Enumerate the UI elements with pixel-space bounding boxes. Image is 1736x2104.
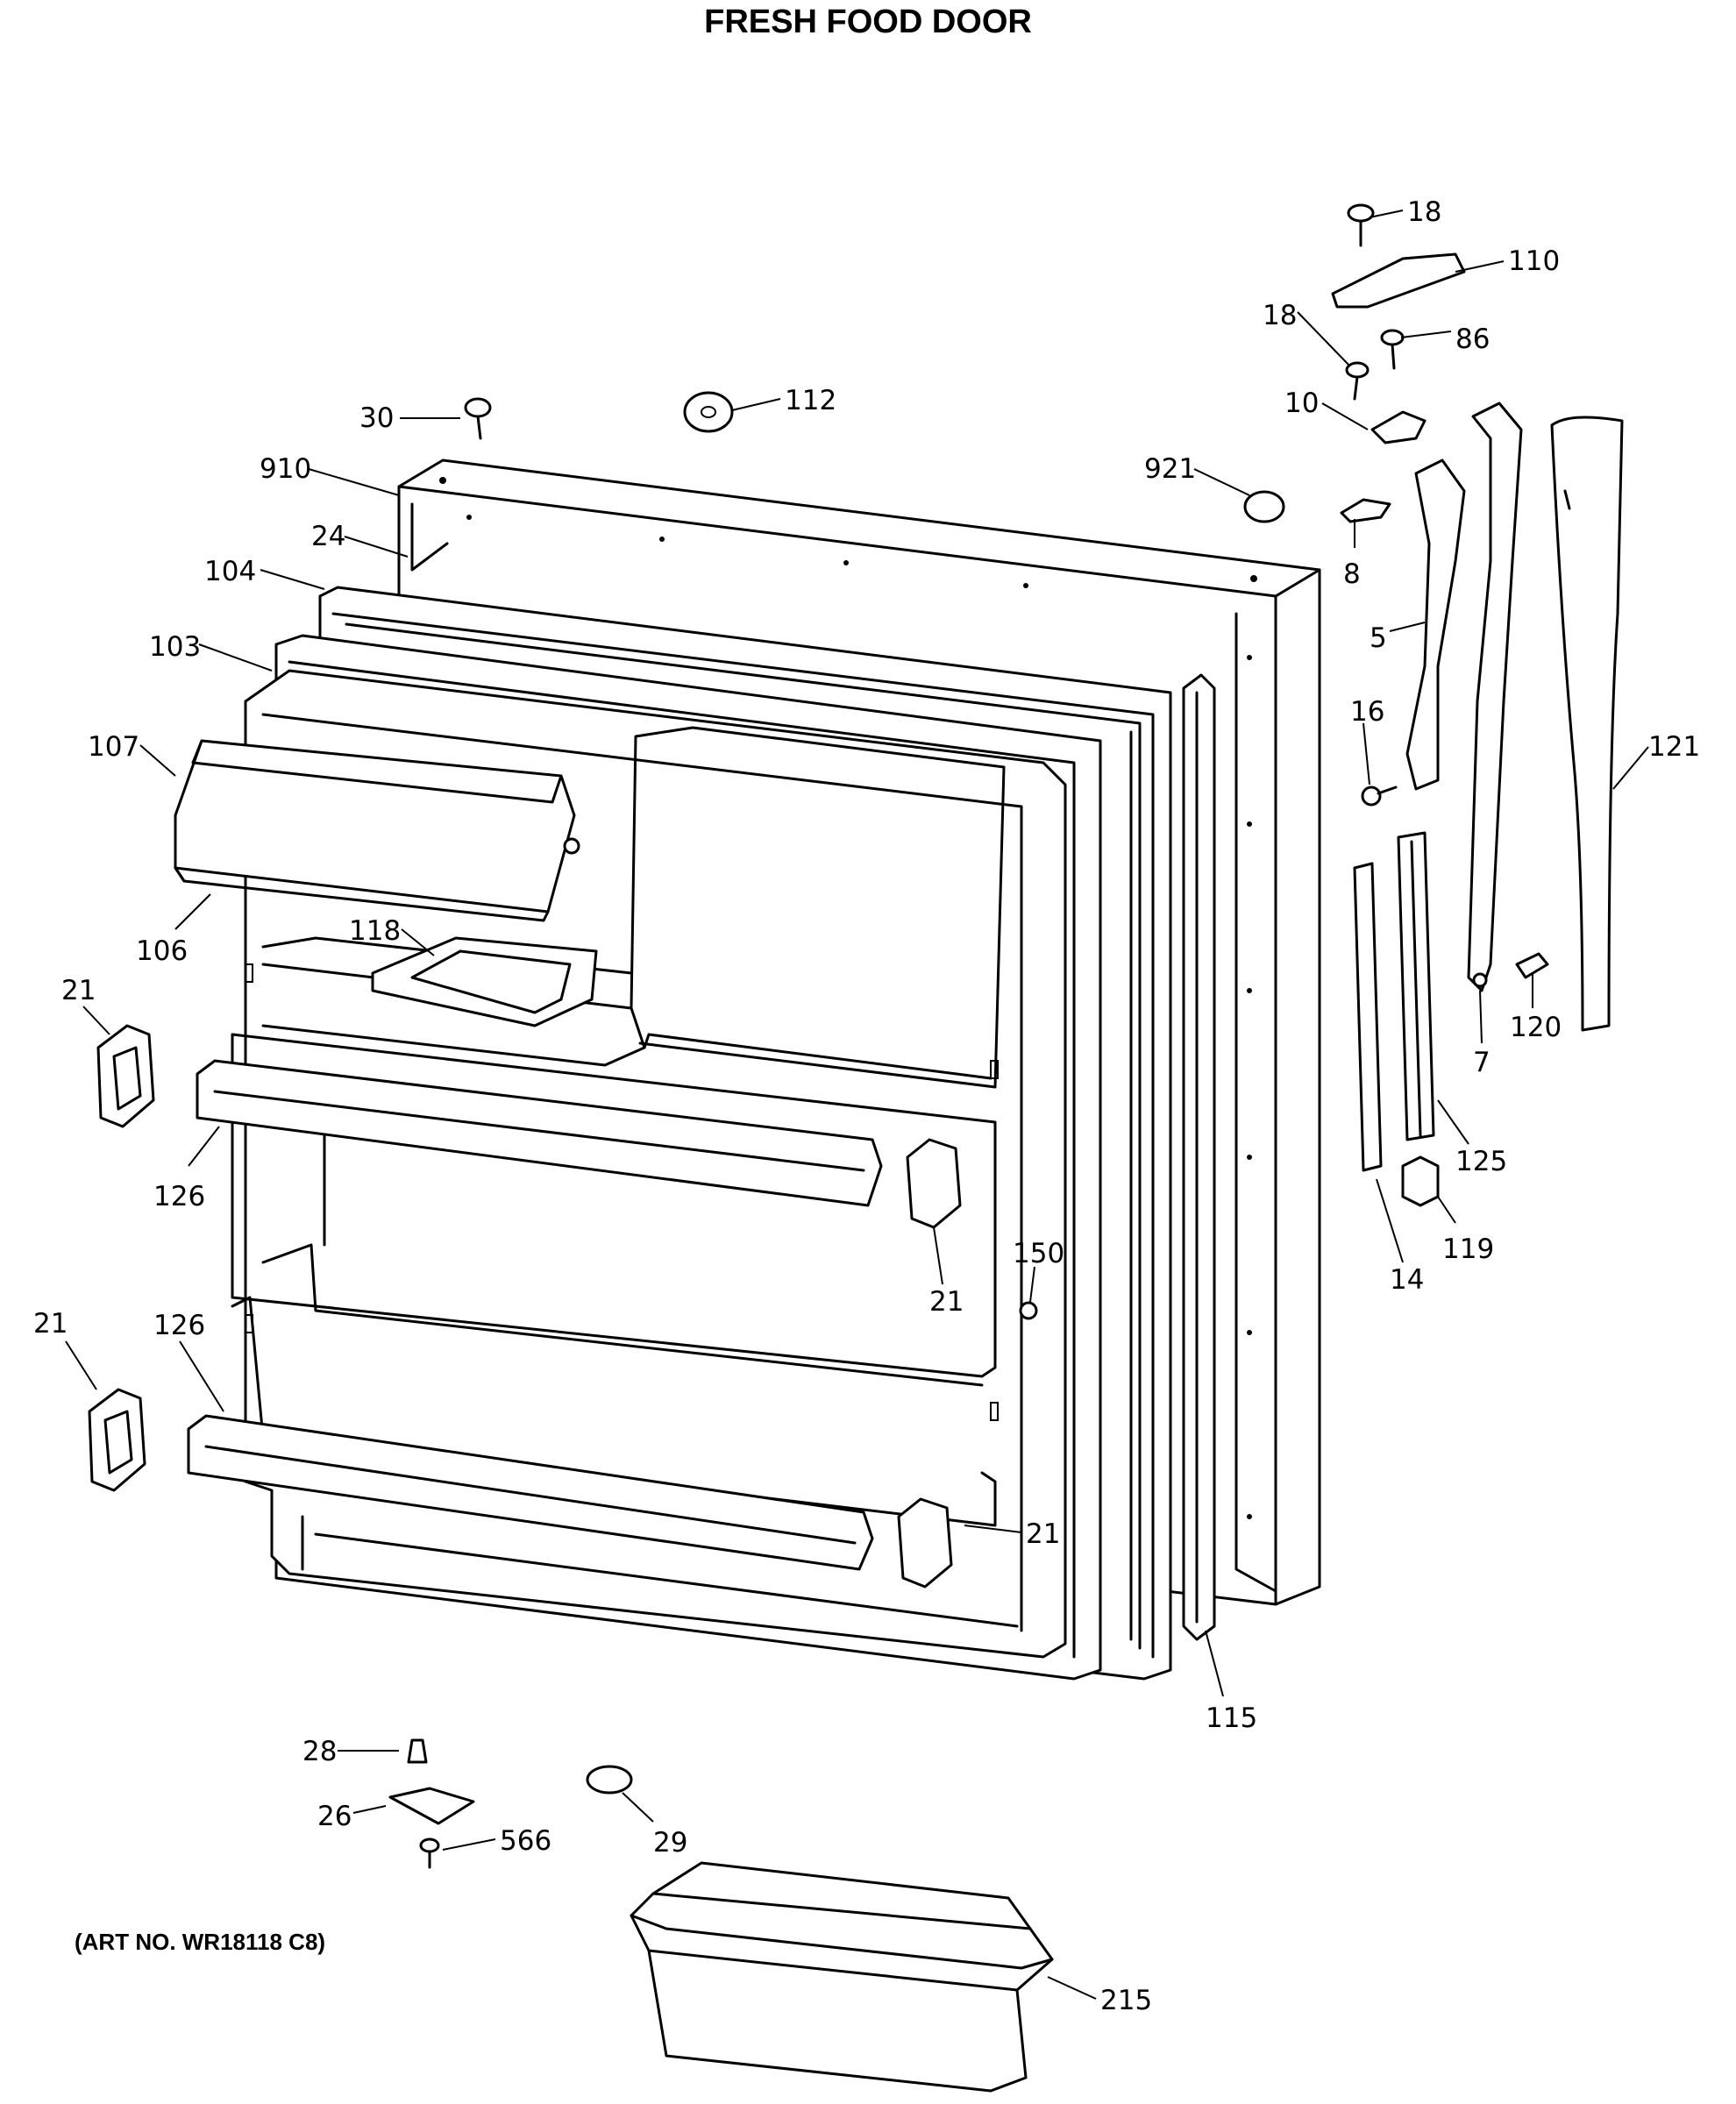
callout-110: 110	[1508, 245, 1560, 277]
screw-150	[1019, 1301, 1038, 1320]
screw-86	[1380, 329, 1405, 370]
callout-16: 16	[1350, 696, 1384, 728]
callout-104: 104	[204, 556, 256, 587]
butter-tray	[371, 936, 598, 1027]
cap-112	[683, 391, 734, 433]
callout-labels: 18 110 18 86 30 112 10 910 921 8 24 104 …	[33, 196, 1700, 2016]
clip-119	[1401, 1155, 1440, 1207]
callout-150: 150	[1013, 1238, 1064, 1269]
shelf-bar-lower	[187, 1414, 874, 1571]
callout-215: 215	[1100, 1985, 1152, 2016]
diagram-title: FRESH FOOD DOOR	[704, 4, 1032, 40]
callout-21-right-lower: 21	[1026, 1518, 1060, 1550]
handle-strip-14	[1353, 862, 1383, 1172]
shelf-end-cap-left-upper	[96, 1024, 155, 1128]
shelf-end-cap-right-upper	[906, 1138, 962, 1229]
callout-106: 106	[136, 935, 188, 967]
callout-24: 24	[311, 521, 345, 552]
callout-119: 119	[1442, 1233, 1494, 1265]
art-number: (ART NO. WR18118 C8)	[75, 1929, 326, 1955]
callout-7: 7	[1473, 1047, 1491, 1078]
callout-10: 10	[1284, 387, 1319, 419]
callout-21-left-lower: 21	[33, 1308, 68, 1340]
shelf-end-cap-left-lower	[88, 1388, 146, 1492]
callout-566: 566	[500, 1825, 551, 1857]
plate-26	[388, 1787, 475, 1825]
side-trim-strip	[1182, 673, 1216, 1641]
callout-18: 18	[1407, 196, 1441, 228]
callout-126-upper: 126	[153, 1181, 205, 1212]
callout-26: 26	[317, 1801, 352, 1832]
callout-21-right-upper: 21	[929, 1286, 964, 1318]
leader-lines	[65, 210, 1649, 2000]
hinge-pin-8	[1340, 498, 1391, 523]
callout-8: 8	[1343, 558, 1361, 590]
screw-566	[419, 1837, 440, 1869]
handle-mount-7	[1467, 402, 1523, 992]
callout-29: 29	[653, 1827, 687, 1859]
callout-115: 115	[1206, 1702, 1257, 1734]
callout-910: 910	[260, 453, 311, 485]
callout-107: 107	[88, 731, 139, 763]
screw-16	[1361, 785, 1398, 807]
callout-921: 921	[1144, 453, 1196, 485]
screw-30	[464, 397, 492, 440]
door-handle-121	[1550, 416, 1624, 1032]
callout-86: 86	[1455, 323, 1490, 355]
screw-18-top	[1347, 203, 1375, 247]
plug-921	[1243, 490, 1285, 523]
shelf-bar-upper	[196, 1059, 883, 1207]
callout-28: 28	[302, 1736, 337, 1767]
callout-120: 120	[1510, 1012, 1562, 1043]
handle-bracket-5	[1405, 458, 1466, 791]
screw-120	[1515, 952, 1549, 979]
callout-126-lower: 126	[153, 1310, 205, 1341]
shelf-end-cap-right-lower	[897, 1497, 953, 1589]
handle-channel-125	[1397, 831, 1435, 1141]
hinge-cover-110	[1331, 252, 1466, 309]
hinge-10	[1370, 410, 1427, 444]
callout-18-second: 18	[1263, 300, 1297, 331]
door-bin-215	[630, 1861, 1054, 2093]
callout-30: 30	[359, 402, 394, 434]
callout-5: 5	[1370, 622, 1387, 654]
callout-14: 14	[1390, 1264, 1424, 1296]
callout-125: 125	[1455, 1146, 1507, 1177]
callout-118: 118	[349, 915, 401, 947]
callout-103: 103	[149, 631, 201, 663]
callout-21-left-upper: 21	[61, 975, 96, 1006]
callout-121: 121	[1648, 731, 1700, 763]
screw-18	[1345, 361, 1370, 401]
dairy-compartment	[174, 739, 580, 922]
callout-112: 112	[785, 385, 836, 416]
pin-28	[407, 1738, 428, 1764]
plug-29	[586, 1765, 633, 1795]
